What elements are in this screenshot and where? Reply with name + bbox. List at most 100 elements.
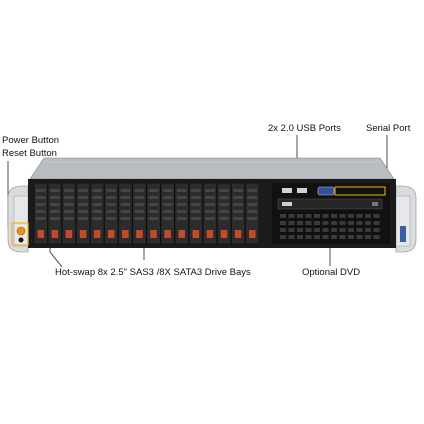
drive-bay-latch[interactable] [122,230,129,238]
drive-bay-latch[interactable] [65,230,73,238]
drive-bay-latch[interactable] [234,230,242,238]
drive-bay-latch[interactable] [249,230,256,238]
power-button[interactable] [16,226,26,236]
vent-slot [305,228,312,232]
serial-port-label: Serial Port [366,123,411,134]
drive-bay-vent [219,210,229,213]
drive-bay-vent [247,196,257,199]
drive-bay-latch[interactable] [136,230,143,238]
drive-bay-latch[interactable] [192,230,200,238]
usb-port-2[interactable] [297,188,307,193]
vent-slot [339,221,346,225]
vent-slot [373,221,380,225]
drive-bay-vent [106,203,116,206]
vent-slot [339,228,346,232]
vent-slot [280,214,286,218]
dvd-logo [282,202,292,206]
drive-bay-vent [233,217,243,220]
drive-bay-vent [36,203,46,206]
drive-bay-latch[interactable] [37,230,45,238]
vent-slot [297,221,303,225]
drive-bay-vent [205,196,215,199]
vent-slot [348,221,354,225]
drive-bay-vent [50,203,60,206]
vent-slot [297,235,303,239]
drive-bay-vent [134,189,145,192]
serial-port[interactable] [317,186,335,196]
usb-ports-label: 2x 2.0 USB Ports [268,123,341,134]
drive-bay-vent [177,189,187,192]
drive-bay-vent [134,196,145,199]
drive-bay-latch[interactable] [51,230,59,238]
drive-bay-latch[interactable] [220,230,228,238]
drive-bay-vent [247,189,257,192]
drive-bay-vent [50,210,60,213]
dvd-eject[interactable] [372,202,378,206]
drive-bay-vent [177,210,187,213]
chassis-top [29,157,395,180]
drive-bay-vent [64,203,74,206]
drive-bay-latch[interactable] [108,230,115,238]
drive-bays-label: Hot-swap 8x 2.5" SAS3 /8X SATA3 Drive Ba… [55,267,251,278]
callout-highlight [11,222,29,246]
vent-slot [365,221,371,225]
vent-slot [356,214,363,218]
vent-slot [305,214,312,218]
drive-bay-vent [148,210,159,213]
vent-slot [280,221,286,225]
drive-bay-vent [64,189,74,192]
drive-bay-latch[interactable] [178,230,186,238]
vent-grille [280,214,380,239]
vent-slot [365,228,371,232]
drive-bay-vent [205,217,215,220]
vent-slot [348,235,354,239]
drive-bay-vent [78,203,88,206]
drive-bay-vent [177,203,187,206]
drive-bay-vent [148,217,159,220]
drive-bay-vent [92,189,102,192]
drive-bay-vent [191,210,201,213]
dvd-drive[interactable] [277,198,383,210]
drive-bay-vent [233,210,243,213]
drive-bay-vent [205,203,215,206]
vent-slot [288,214,295,218]
right-ear-badge [400,226,406,242]
vent-slot [365,214,371,218]
drive-bay-vent [64,196,74,199]
vent-slot [373,214,380,218]
vent-slot [348,214,354,218]
drive-bay-vent [205,189,215,192]
drive-bay-vent [219,203,229,206]
usb-port-1[interactable] [282,188,292,193]
vent-slot [288,221,295,225]
drive-bay-vent [191,217,201,220]
drive-bay-vent [120,210,131,213]
vent-slot [331,235,337,239]
drive-bay-vent [36,196,46,199]
drive-bay-vent [120,189,131,192]
drive-bay-vent [50,189,60,192]
vent-slot [297,214,303,218]
reset-button[interactable] [18,237,24,243]
drive-bay-group [33,182,260,245]
drive-bay-latch[interactable] [150,230,157,238]
vent-slot [339,235,346,239]
drive-bay-latch[interactable] [79,230,87,238]
drive-bay-latch[interactable] [164,230,171,238]
drive-bay-latch[interactable] [93,230,101,238]
drive-bay-vent [120,196,131,199]
vent-slot [280,228,286,232]
drive-bay-vent [106,217,116,220]
drive-bay-vent [162,203,173,206]
drive-bay-vent [233,189,243,192]
drive-bay-vent [205,210,215,213]
drive-bay-vent [36,210,46,213]
drive-bay-vent [50,196,60,199]
drive-bay-vent [148,196,159,199]
drive-bay-latch[interactable] [206,230,214,238]
vent-slot [331,221,337,225]
drive-bay-vent [148,189,159,192]
drive-bay-vent [148,203,159,206]
drive-bay-vent [177,217,187,220]
